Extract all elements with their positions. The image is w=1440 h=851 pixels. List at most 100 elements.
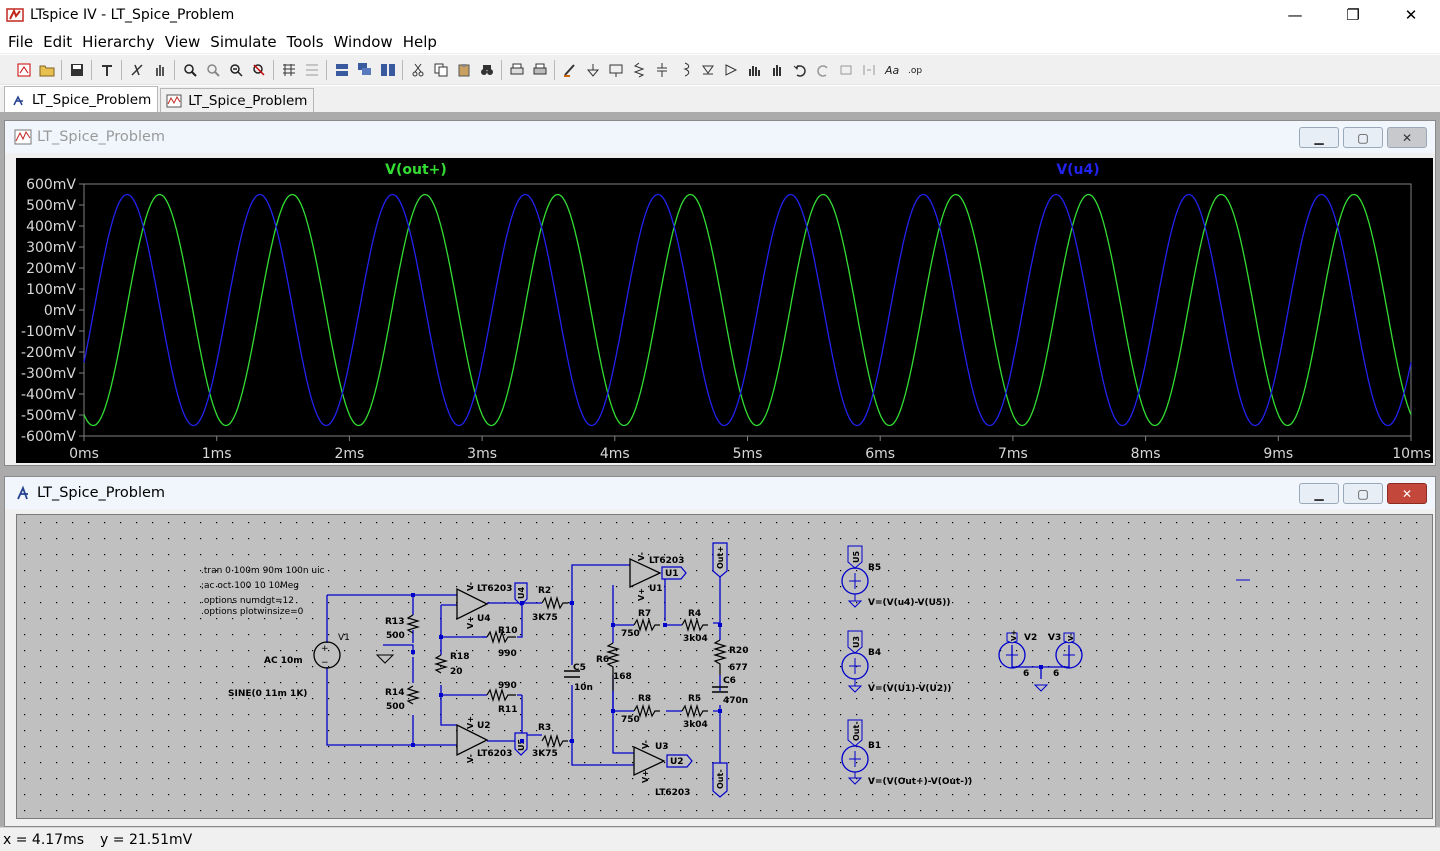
waveform-icon [166, 93, 182, 109]
redo-icon[interactable] [811, 58, 834, 81]
menu-window[interactable]: Window [333, 32, 393, 51]
open-folder-icon[interactable] [35, 58, 58, 81]
value-r18: 20 [450, 667, 463, 677]
toolbar-separator [326, 59, 327, 80]
x-tick-label: 9ms [1263, 446, 1293, 462]
print-icon[interactable] [528, 58, 551, 81]
label-r20: R20 [729, 646, 748, 656]
y-tick-label: 400mV [26, 219, 76, 235]
capacitor-icon[interactable] [650, 58, 673, 81]
print-preview-icon[interactable] [505, 58, 528, 81]
waveform-close-button[interactable]: ✕ [1387, 127, 1427, 148]
zoom-in-icon[interactable] [178, 58, 201, 81]
ground-icon[interactable] [581, 58, 604, 81]
opamp-u1-part: LT6203 [649, 556, 684, 566]
waveform-minimize-button[interactable]: ▁ [1299, 127, 1339, 148]
netlabel-u2: U2 [670, 757, 684, 767]
menu-help[interactable]: Help [402, 32, 437, 51]
zoom-pan-icon[interactable] [201, 58, 224, 81]
schematic-window-titlebar[interactable]: LT_Spice_Problem ▁ ▢ ✕ [5, 477, 1435, 509]
find-icon[interactable] [475, 58, 498, 81]
tile-vertical-icon[interactable] [376, 58, 399, 81]
source-v1[interactable]: + − V1 AC 10m SINE(0 11m 1K) [228, 633, 350, 699]
paste-icon[interactable] [452, 58, 475, 81]
schematic-drawing[interactable]: .tran 0 100m 90m 100n uic ;ac oct 100 10… [17, 515, 1432, 818]
zoom-fit-icon[interactable] [247, 58, 270, 81]
menu-simulate[interactable]: Simulate [210, 32, 277, 51]
x-tick-label: 3ms [467, 446, 497, 462]
label-r2: R2 [538, 586, 551, 596]
schematic-minimize-button[interactable]: ▁ [1299, 483, 1339, 504]
menu-tools[interactable]: Tools [286, 32, 324, 51]
bsource-b5[interactable]: U5 B5 V=(V(u4)-V(U5)) [841, 545, 950, 608]
net-labels [514, 542, 728, 798]
tab-waveform[interactable]: LT_Spice_Problem [160, 88, 315, 112]
schematic-window: LT_Spice_Problem ▁ ▢ ✕ .tran 0 100m 90m … [4, 476, 1436, 827]
new-schematic-icon[interactable] [12, 58, 35, 81]
menu-hierarchy[interactable]: Hierarchy [82, 32, 155, 51]
cascade-icon[interactable] [353, 58, 376, 81]
waveform-maximize-button[interactable]: ▢ [1343, 127, 1383, 148]
diode-icon[interactable] [696, 58, 719, 81]
schematic-icon [10, 92, 26, 108]
label-r11: R11 [498, 705, 517, 715]
bsource-b4[interactable]: U3 B4 V=(V(U1)-V(U2)) [841, 630, 951, 694]
control-panel-icon[interactable] [95, 58, 118, 81]
resistor-icon[interactable] [627, 58, 650, 81]
menu-edit[interactable]: Edit [43, 32, 73, 51]
label-v1: V1 [338, 633, 350, 643]
schematic-canvas[interactable]: .tran 0 100m 90m 100n uic ;ac oct 100 10… [16, 514, 1433, 819]
waveform-window-titlebar[interactable]: LT_Spice_Problem ▁ ▢ ✕ [5, 121, 1435, 153]
copy-icon[interactable] [429, 58, 452, 81]
y-tick-label: 100mV [26, 282, 76, 298]
schematic-maximize-button[interactable]: ▢ [1343, 483, 1383, 504]
value-r10: 990 [498, 649, 517, 659]
pin-u1-vplus: V+ [637, 588, 646, 601]
inductor-icon[interactable] [673, 58, 696, 81]
bsource-b5-name: B5 [868, 563, 881, 573]
cut-icon[interactable] [406, 58, 429, 81]
toolbar-separator [402, 59, 403, 80]
value-v2: 6 [1023, 669, 1029, 679]
directive-tran: .tran 0 100m 90m 100n uic [201, 566, 325, 576]
draw-wire-icon[interactable] [558, 58, 581, 81]
legend-vu4: V(u4) [1056, 162, 1099, 178]
autorange-icon[interactable] [277, 58, 300, 81]
title-bar: LTspice IV - LT_Spice_Problem — ❐ ✕ [0, 0, 1440, 30]
save-icon[interactable] [65, 58, 88, 81]
restore-button[interactable]: ❐ [1346, 6, 1360, 24]
text-icon[interactable]: Aa [880, 58, 903, 81]
opamp-symbols [456, 557, 666, 777]
pin-u4-vminus: V- [466, 582, 475, 591]
menu-view[interactable]: View [164, 32, 201, 51]
spice-directive-icon[interactable]: .op [903, 58, 926, 81]
drag-icon[interactable] [765, 58, 788, 81]
bsource-b1[interactable]: Out- B1 V=(V(Out+)-V(Out-)) [841, 719, 972, 787]
undo-icon[interactable] [788, 58, 811, 81]
waveform-plot[interactable]: 600mV500mV400mV300mV200mV100mV0mV-100mV-… [16, 158, 1433, 463]
component-icon[interactable] [719, 58, 742, 81]
supply-sources[interactable]: V+ V- [998, 630, 1083, 692]
run-icon[interactable] [125, 58, 148, 81]
spice-directives[interactable]: .tran 0 100m 90m 100n uic ;ac oct 100 10… [201, 566, 325, 617]
mirror-icon[interactable] [857, 58, 880, 81]
netlabel-u5: U5 [517, 739, 526, 751]
value-r14: 500 [386, 702, 405, 712]
directive-numdgt: .options numdgt=12 [201, 596, 294, 606]
close-button[interactable]: ✕ [1404, 6, 1418, 24]
pan-icon[interactable] [148, 58, 171, 81]
grid-icon[interactable] [300, 58, 323, 81]
move-icon[interactable] [742, 58, 765, 81]
svg-text:.op: .op [908, 66, 922, 76]
tile-horizontal-icon[interactable] [330, 58, 353, 81]
rotate-icon[interactable] [834, 58, 857, 81]
tab-schematic[interactable]: LT_Spice_Problem [4, 86, 159, 112]
zoom-out-icon[interactable] [224, 58, 247, 81]
label-r13: R13 [385, 617, 404, 627]
y-tick-label: 500mV [26, 198, 76, 214]
menu-file[interactable]: File [8, 32, 34, 51]
schematic-close-button[interactable]: ✕ [1387, 483, 1427, 504]
label-net-icon[interactable] [604, 58, 627, 81]
minimize-button[interactable]: — [1287, 6, 1303, 24]
